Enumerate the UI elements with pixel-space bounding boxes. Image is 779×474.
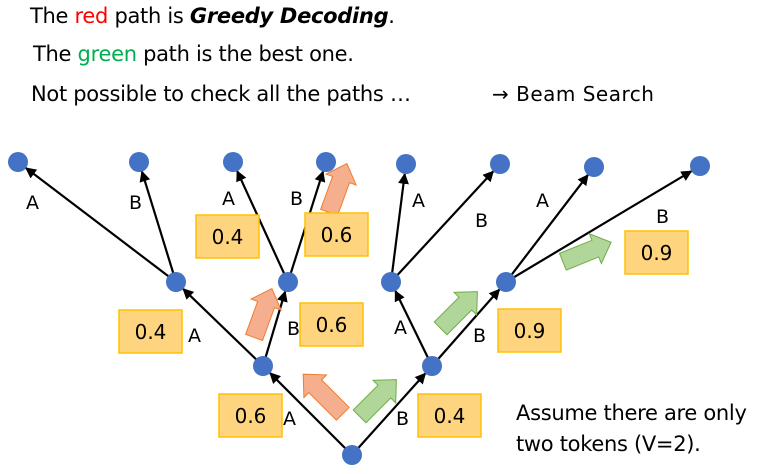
red-word: red (74, 4, 109, 28)
vocabulary-note: Assume there are only two tokens (V=2). (516, 401, 747, 456)
tree-node-aba (223, 152, 243, 172)
edge-b-a (394, 289, 433, 367)
tree-node-ba (381, 272, 401, 292)
edge-ba-a (389, 172, 409, 283)
token-label-b-b: B (473, 325, 486, 347)
edge-a-a (182, 288, 264, 367)
probability-box-bg (304, 212, 369, 257)
text-suffix: . (388, 4, 395, 28)
token-label-aa-a: A (26, 192, 39, 214)
edge-a-b (261, 290, 288, 367)
probability-box-root-b: 0.4 (417, 393, 482, 438)
token-label-b-a: A (394, 317, 407, 339)
probability-box-bg (624, 230, 689, 275)
text-prefix: The (30, 4, 75, 28)
edge-ba-b (390, 170, 495, 283)
token-label-a-a: A (188, 325, 201, 347)
token-label-ab-b: B (290, 188, 303, 210)
token-label-ba-b: B (475, 210, 488, 232)
probability-value: 0.6 (235, 404, 267, 428)
probability-box-b-b: 0.9 (497, 308, 562, 353)
tree-node-abb (316, 152, 336, 172)
edge-root-b (351, 372, 427, 456)
probability-box-bg (497, 308, 562, 353)
probability-box-ab-a: 0.4 (195, 214, 260, 259)
greedy-arrow-1 (302, 373, 350, 421)
best-path-statement: The green path is the best one. (33, 42, 354, 66)
edge-b-b (431, 288, 501, 367)
tree-node-baa (396, 154, 416, 174)
tree-node-root (342, 445, 362, 465)
best-arrow-1 (352, 379, 397, 424)
edge-ab-a (236, 170, 289, 283)
token-label-aa-b: B (129, 192, 142, 214)
best-arrow-2 (433, 291, 478, 336)
token-label-root-b: B (396, 408, 409, 430)
probability-value: 0.9 (514, 319, 546, 343)
probability-box-bg (417, 393, 482, 438)
probability-value: 0.6 (321, 223, 353, 247)
probability-box-bg (299, 302, 364, 347)
probability-value: 0.6 (316, 313, 348, 337)
not-possible-statement: Not possible to check all the paths … (31, 82, 411, 106)
beam-search-label: → Beam Search (492, 82, 655, 106)
tree-node-aab (129, 152, 149, 172)
edge-bb-a (505, 174, 589, 283)
probability-box-bb-b: 0.9 (624, 230, 689, 275)
text-suffix: path is the best one. (136, 42, 354, 66)
probability-box-bg (195, 214, 260, 259)
tree-node-a (253, 356, 273, 376)
probability-box-a-b: 0.6 (299, 302, 364, 347)
edge-aa-b (139, 170, 178, 283)
token-labels: A B A B A B A B A B A B A B (26, 188, 669, 430)
greedy-arrow-3 (320, 162, 358, 217)
probability-box-bg (118, 309, 183, 354)
probability-box-bg (218, 393, 283, 438)
probability-box-root-a: 0.6 (218, 393, 283, 438)
tree-node-ab (278, 272, 298, 292)
token-label-ab-a: A (222, 188, 235, 210)
probability-value: 0.4 (135, 320, 167, 344)
token-label-a-b: B (287, 318, 300, 340)
probability-box-a-a: 0.4 (118, 309, 183, 354)
probability-value: 0.4 (434, 404, 466, 428)
greedy-decoding-term: Greedy Decoding (189, 4, 389, 28)
probability-value: 0.9 (641, 241, 673, 265)
tree-node-bba (584, 157, 604, 177)
tree-node-aaa (8, 152, 28, 172)
edge-root-a (269, 372, 353, 456)
tree-node-b (422, 356, 442, 376)
probability-value: 0.4 (212, 225, 244, 249)
probability-box-ab-b: 0.6 (304, 212, 369, 257)
token-label-bb-a: A (536, 190, 549, 212)
edge-bb-b (505, 170, 693, 283)
token-label-bb-b: B (656, 206, 669, 228)
path-arrows (245, 162, 612, 424)
token-label-ba-a: A (412, 190, 425, 212)
best-arrow-3 (558, 232, 612, 271)
edge-aa-a (25, 167, 177, 283)
green-word: green (77, 42, 137, 66)
tree-nodes (8, 152, 710, 465)
probability-boxes: 0.6 0.4 0.4 0.6 0.4 0.6 0.9 0.9 (118, 212, 689, 438)
tree-node-bb (496, 272, 516, 292)
text-prefix: The (33, 42, 78, 66)
greedy-statement: The red path is Greedy Decoding. (30, 4, 395, 28)
token-label-root-a: A (283, 408, 296, 430)
tree-node-bbb (690, 156, 710, 176)
text-middle: path is (108, 4, 190, 28)
tree-node-aa (166, 272, 186, 292)
tree-edges (25, 167, 693, 456)
greedy-arrow-2 (245, 287, 283, 342)
tree-node-bab (490, 154, 510, 174)
